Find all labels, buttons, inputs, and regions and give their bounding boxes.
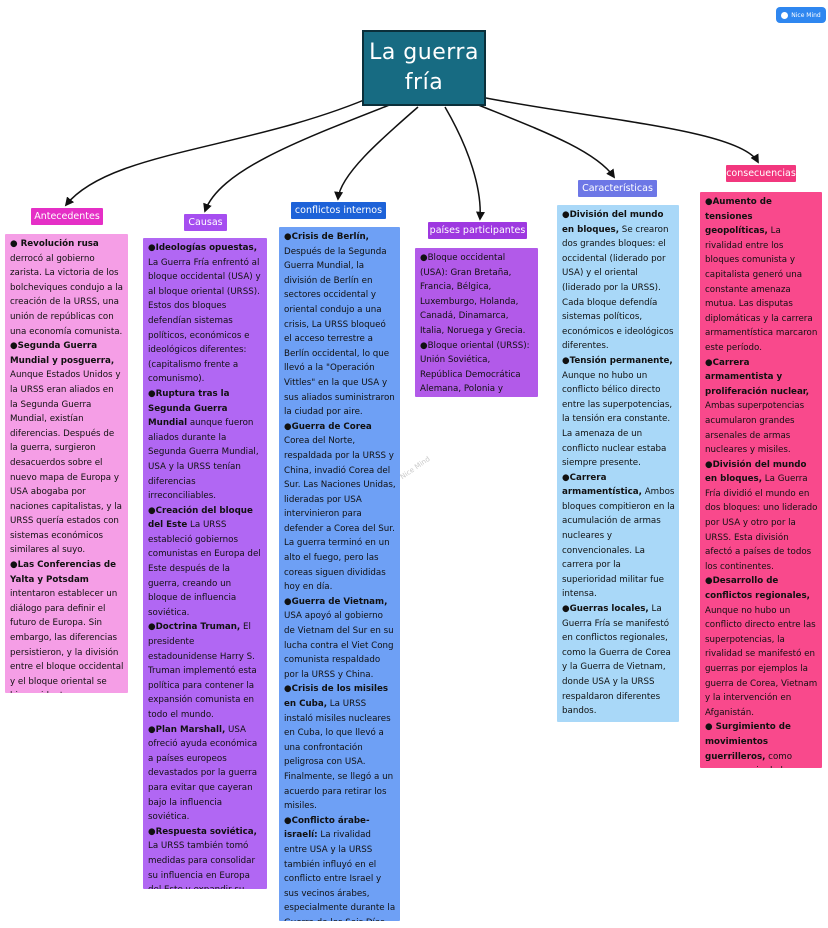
list-item: ●Bloque occidental (USA): Gran Bretaña, … — [420, 253, 526, 336]
list-item: ● Surgimiento de movimientos guerrillero… — [705, 722, 793, 768]
list-item: ●Segunda Guerra Mundial y posguerra, Aun… — [10, 341, 123, 556]
branch-box-antecedentes: ● Revolución rusa derrocó al gobierno za… — [5, 234, 128, 693]
list-item: ●División del mundo en bloques, La Guerr… — [705, 459, 818, 572]
list-item: ●Desarrollo de conflictos regionales, Au… — [705, 576, 818, 718]
link-causas — [203, 103, 393, 213]
branch-box-conflictos-internos: ●Crisis de Berlín, Después de la Segunda… — [279, 227, 400, 921]
list-item: ●División del mundo en bloques, Se crear… — [562, 210, 674, 352]
list-item: ●Tensión permanente, Aunque no hubo un c… — [562, 355, 673, 469]
link-conflictos — [334, 106, 419, 201]
branch-label-causas[interactable]: Causas — [184, 214, 227, 231]
list-item: ●Crisis de los misiles en Cuba, La URSS … — [284, 684, 394, 812]
list-item: ●Las Conferencias de Yalta y Potsdam int… — [10, 560, 124, 693]
list-item: ●Guerras locales, La Guerra Fría se mani… — [562, 604, 671, 717]
link-caracteristicas — [475, 103, 616, 179]
list-item: ●Carrera armamentista y proliferación nu… — [705, 357, 810, 456]
central-topic[interactable]: La guerra fría — [362, 30, 486, 106]
branch-box-causas: ●Ideologías opuestas, La Guerra Fría enf… — [143, 238, 267, 889]
branch-label-caracteristicas[interactable]: Características — [578, 180, 657, 197]
branch-label-conflictos-internos[interactable]: conflictos internos — [291, 202, 386, 219]
list-item: ●Ideologías opuestas, La Guerra Fría enf… — [148, 243, 261, 385]
list-item: ●Guerra de Vietnam, USA apoyó al gobiern… — [284, 596, 394, 680]
link-paises — [444, 106, 485, 221]
list-item: ● Revolución rusa derrocó al gobierno za… — [10, 239, 124, 337]
nice-mind-badge[interactable]: Nice Mind — [776, 7, 826, 23]
branch-label-paises-participantes[interactable]: países participantes — [428, 222, 527, 239]
brand-logo-icon — [781, 11, 789, 19]
link-antecedentes — [64, 94, 377, 207]
list-item: ●Conflicto árabe-israelí: La rivalidad e… — [284, 815, 396, 921]
branch-box-consecuencias: ●Aumento de tensiones geopolíticas, La r… — [700, 192, 822, 768]
list-item: ●Carrera armamentística, Ambos bloques c… — [562, 472, 675, 600]
list-item: ●Ruptura tras la Segunda Guerra Mundial … — [148, 388, 259, 502]
brand-name: Nice Mind — [791, 11, 821, 19]
branch-box-caracteristicas: ●División del mundo en bloques, Se crear… — [557, 205, 679, 722]
link-consecuencias — [485, 97, 759, 164]
list-item: ●Aumento de tensiones geopolíticas, La r… — [705, 197, 818, 353]
list-item: ●Plan Marshall, USA ofreció ayuda económ… — [148, 724, 258, 823]
list-item: ●Respuesta soviética, La URSS también to… — [148, 826, 257, 889]
branch-label-consecuencias[interactable]: consecuencias — [726, 165, 796, 182]
list-item: ●Crisis de Berlín, Después de la Segunda… — [284, 232, 395, 418]
list-item: ●Creación del bloque del Este La URSS es… — [148, 505, 261, 618]
list-item: ●Doctrina Truman, El presidente estadoun… — [148, 622, 257, 720]
list-item: ●Guerra de Corea Corea del Norte, respal… — [284, 421, 396, 593]
list-item: ●Bloque oriental (URSS): Unión Soviética… — [420, 340, 530, 395]
branch-label-antecedentes[interactable]: Antecedentes — [31, 208, 103, 225]
branch-box-paises-participantes: ●Bloque occidental (USA): Gran Bretaña, … — [415, 248, 538, 397]
